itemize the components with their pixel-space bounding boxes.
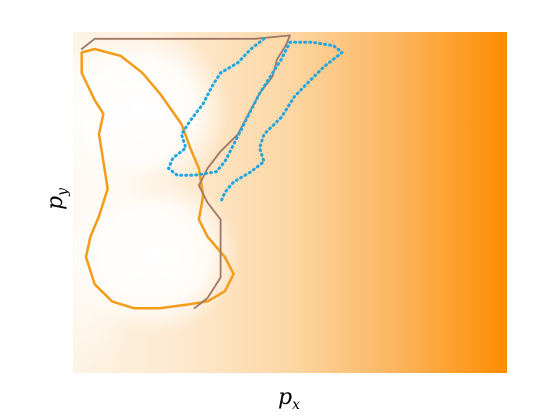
contour-series-solid-orange (80, 47, 235, 310)
low-region-left (73, 32, 150, 373)
contour-series-dotted-blue (167, 37, 344, 204)
contour-lines (80, 34, 344, 310)
heatmap-field (73, 32, 507, 373)
y-axis-label: py (43, 187, 71, 210)
contour-series-solid-gray (80, 34, 291, 310)
x-axis-label: px (278, 385, 300, 413)
